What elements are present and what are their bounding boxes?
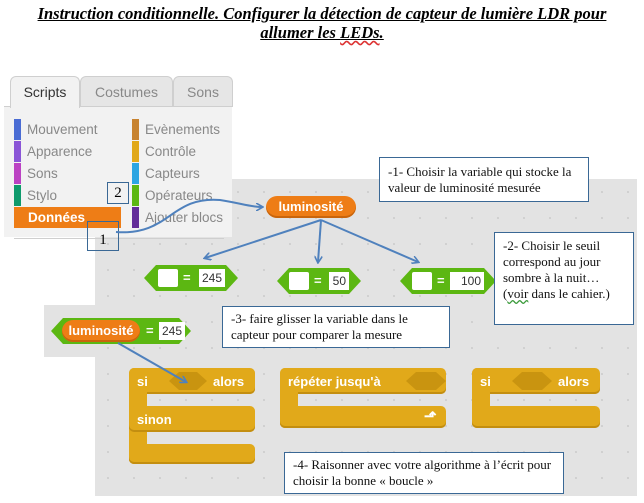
note-step-2-end: dans le cahier.): [528, 286, 610, 301]
condition-slot[interactable]: [406, 372, 446, 390]
title-line-1: Instruction conditionnelle. Configurer l…: [37, 4, 607, 23]
right-operand-value[interactable]: 245: [159, 322, 185, 340]
category-donnees[interactable]: Données: [14, 207, 121, 228]
equals-block-100[interactable]: = 100: [400, 268, 496, 294]
left-operand-slot[interactable]: [158, 269, 178, 287]
category-color-swatch: [132, 141, 139, 162]
tab-scripts[interactable]: Scripts: [10, 76, 80, 108]
note-step-3: -3- faire glisser la variable dans le ca…: [222, 306, 450, 348]
category-color-swatch: [14, 141, 21, 162]
category-label: Opérateurs: [145, 188, 213, 203]
category-label: Données: [28, 210, 86, 225]
equals-sign: =: [183, 270, 191, 285]
if-then-block[interactable]: si alors: [472, 368, 600, 428]
category-label: Mouvement: [27, 122, 98, 137]
if-footer: [472, 406, 600, 428]
category-color-swatch: [14, 185, 21, 206]
note-step-4: -4- Raisonner avec votre algorithme à l’…: [284, 452, 564, 494]
note-step-2-text: -2- Choisir le seuil correspond au jour …: [503, 238, 601, 301]
equals-block-luminosite-245[interactable]: luminosité = 245: [51, 318, 191, 344]
category-label: Evènements: [145, 122, 221, 137]
palette-divider: [14, 238, 224, 239]
category-color-swatch: [14, 119, 21, 140]
repeat-footer: [280, 406, 446, 428]
equals-sign: =: [314, 273, 322, 288]
title-line-2-end: .: [379, 23, 384, 42]
then-label: alors: [213, 374, 245, 389]
category-color-swatch: [132, 207, 139, 228]
category-color-swatch: [132, 163, 139, 184]
else-label: sinon: [137, 412, 172, 427]
equals-block-50[interactable]: = 50: [277, 268, 361, 294]
tab-sons[interactable]: Sons: [173, 76, 233, 107]
note-step-1: -1- Choisir la variable qui stocke la va…: [379, 157, 589, 202]
category-color-swatch: [14, 163, 21, 184]
category-color-swatch: [132, 119, 139, 140]
category-label: Ajouter blocs: [145, 210, 224, 225]
equals-block-245[interactable]: = 245: [144, 265, 238, 291]
marker-1: 1: [87, 221, 119, 251]
else-header: [129, 406, 255, 432]
tab-costumes[interactable]: Costumes: [80, 76, 173, 107]
condition-slot[interactable]: [512, 372, 552, 390]
left-operand-slot[interactable]: [289, 272, 309, 290]
repeat-until-label: répéter jusqu'à: [288, 374, 381, 389]
right-operand-value[interactable]: 245: [199, 269, 225, 287]
title-line-2: allumer les LEDs.: [260, 23, 383, 42]
category-label: Apparence: [27, 144, 93, 159]
variable-reporter-luminosite[interactable]: luminosité: [266, 196, 356, 218]
block-palette: Scripts Costumes Sons Mouvement Apparenc…: [4, 76, 233, 239]
title-line-2-text: allumer les: [260, 23, 341, 42]
marker-2: 2: [107, 182, 129, 204]
right-operand-value[interactable]: 50: [329, 272, 349, 290]
title-spellcheck-word: LEDs: [340, 23, 380, 42]
category-label: Sons: [27, 166, 58, 181]
category-label: Contrôle: [145, 144, 197, 159]
note-step-2: -2- Choisir le seuil correspond au jour …: [494, 232, 634, 325]
if-else-block[interactable]: si alors sinon: [129, 368, 255, 464]
variable-reporter-luminosite[interactable]: luminosité: [62, 320, 140, 342]
repeat-until-block[interactable]: répéter jusqu'à ⬏: [280, 368, 446, 428]
category-list: Mouvement Apparence Sons Stylo Données E…: [4, 106, 232, 239]
if-label: si: [137, 374, 148, 389]
loop-arrow-icon: ⬏: [424, 408, 437, 425]
if-else-footer: [129, 444, 255, 464]
if-label: si: [480, 374, 491, 389]
category-label: Stylo: [27, 188, 58, 203]
left-operand-slot[interactable]: [412, 272, 432, 290]
then-label: alors: [558, 374, 590, 389]
right-operand-value[interactable]: 100: [450, 272, 484, 290]
category-label: Capteurs: [145, 166, 200, 181]
document-title: Instruction conditionnelle. Configurer l…: [0, 4, 644, 42]
note-step-2-spellcheck-word: voir: [507, 286, 529, 301]
equals-sign: =: [437, 273, 445, 288]
equals-sign: =: [146, 323, 154, 338]
category-color-swatch: [132, 185, 139, 206]
